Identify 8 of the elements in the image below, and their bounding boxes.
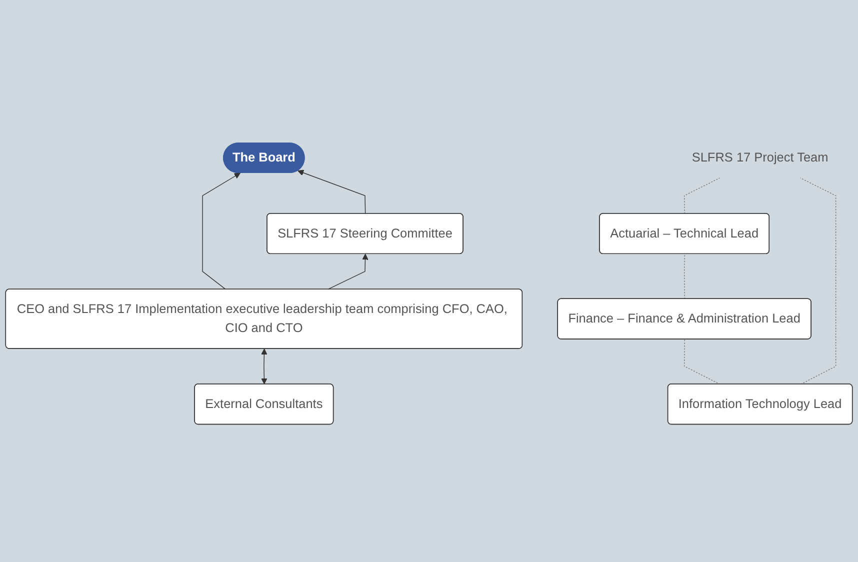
connector (800, 178, 836, 385)
connector (684, 254, 686, 300)
connector (684, 178, 720, 214)
arrow (202, 172, 240, 290)
node-text: SLFRS 17 Project Team (692, 150, 828, 165)
arrow (298, 170, 366, 214)
arrow (327, 254, 368, 290)
arrow (261, 348, 268, 384)
